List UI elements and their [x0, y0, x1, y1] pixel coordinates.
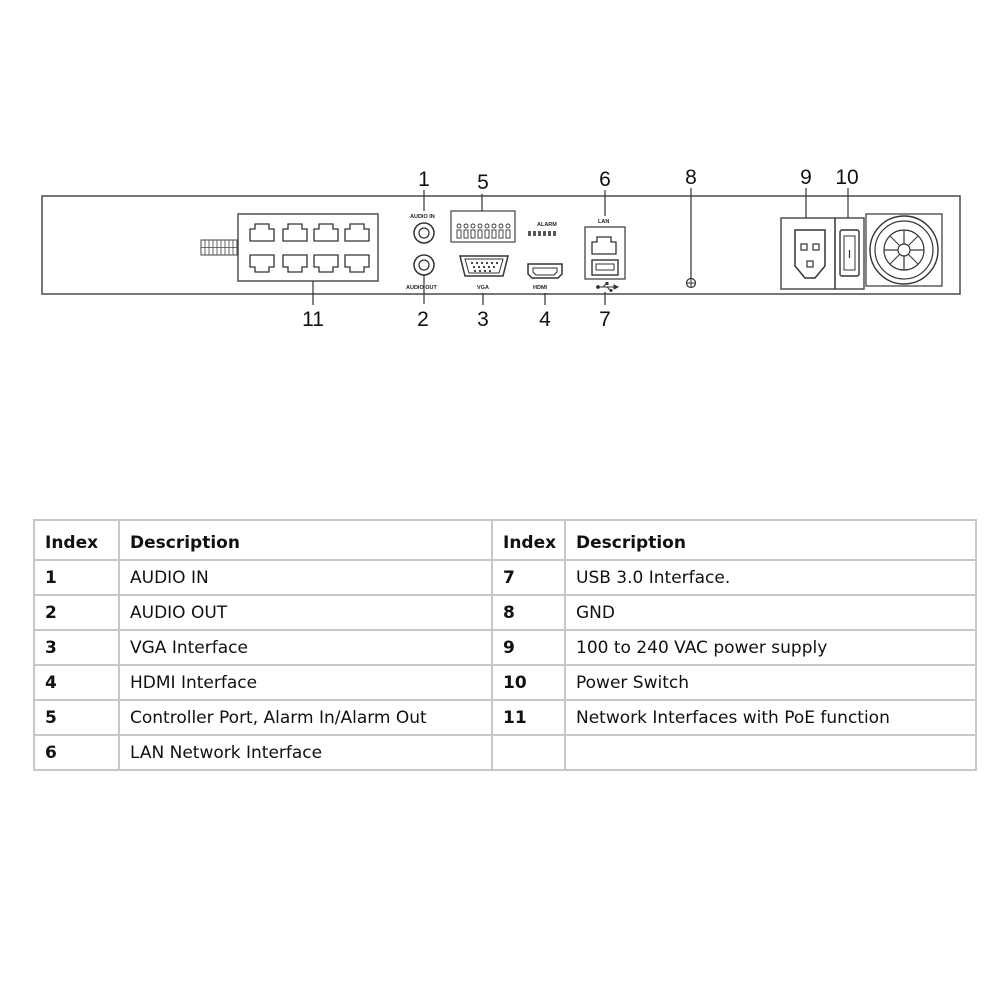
index-cell: 11	[491, 699, 566, 736]
description-cell: AUDIO OUT	[118, 594, 493, 631]
rear-panel-diagram: AUDIO IN AUDIO OUT ALARM VGA	[41, 166, 961, 331]
header-index: Index	[491, 519, 566, 561]
index-cell: 5	[33, 699, 120, 736]
rj45-port-icon	[313, 254, 339, 273]
audio-out-port: AUDIO OUT	[406, 254, 438, 291]
svg-text:AUDIO OUT: AUDIO OUT	[406, 285, 438, 291]
callout-9: 9	[800, 166, 812, 189]
callout-7: 7	[599, 308, 611, 331]
power-inlet	[780, 217, 836, 290]
index-cell: 3	[33, 629, 120, 666]
callout-4: 4	[539, 308, 551, 331]
table-header-row: Index Description Index Description	[33, 519, 977, 561]
vga-port: VGA	[459, 255, 509, 291]
description-cell: LAN Network Interface	[118, 734, 493, 771]
description-cell	[564, 734, 977, 771]
header-description: Description	[118, 519, 493, 561]
index-cell: 1	[33, 559, 120, 596]
description-cell: HDMI Interface	[118, 664, 493, 701]
chassis-outline	[41, 195, 961, 295]
table-row: 2 AUDIO OUT 8 GND	[33, 594, 977, 631]
table-row: 1 AUDIO IN 7 USB 3.0 Interface.	[33, 559, 977, 596]
description-cell: VGA Interface	[118, 629, 493, 666]
table-row: 6 LAN Network Interface	[33, 734, 977, 771]
callout-1: 1	[418, 168, 430, 191]
callout-11: 11	[302, 308, 324, 331]
table-row: 5 Controller Port, Alarm In/Alarm Out 11…	[33, 699, 977, 736]
rj45-port-icon	[344, 254, 370, 273]
index-cell: 2	[33, 594, 120, 631]
callout-10: 10	[835, 166, 858, 189]
svg-text:ALARM: ALARM	[537, 222, 557, 228]
rj45-port-icon	[591, 236, 617, 255]
usb-port	[591, 259, 620, 292]
index-cell: 4	[33, 664, 120, 701]
svg-text:AUDIO IN: AUDIO IN	[410, 214, 435, 220]
rj45-port-icon	[249, 254, 275, 273]
audio-in-port: AUDIO IN	[410, 214, 435, 244]
rj45-port-icon	[249, 223, 275, 242]
index-cell: 7	[491, 559, 566, 596]
index-cell	[491, 734, 566, 771]
description-cell: Network Interfaces with PoE function	[564, 699, 977, 736]
vent-strip	[200, 239, 238, 256]
header-index: Index	[33, 519, 120, 561]
svg-text:HDMI: HDMI	[533, 285, 548, 291]
rj45-port-icon	[282, 223, 308, 242]
svg-text:LAN: LAN	[598, 219, 609, 225]
hdmi-port: HDMI	[527, 263, 563, 291]
callout-2: 2	[417, 308, 429, 331]
ground-terminal	[685, 277, 697, 289]
power-switch	[834, 217, 865, 290]
rj45-port-icon	[313, 223, 339, 242]
callout-3: 3	[477, 308, 489, 331]
index-cell: 8	[491, 594, 566, 631]
description-cell: 100 to 240 VAC power supply	[564, 629, 977, 666]
table-row: 3 VGA Interface 9 100 to 240 VAC power s…	[33, 629, 977, 666]
header-description: Description	[564, 519, 977, 561]
usb-icon	[596, 282, 620, 292]
leader-lines	[312, 188, 849, 305]
rj45-port-icon	[344, 223, 370, 242]
alarm-terminal-block: ALARM	[450, 210, 557, 243]
index-cell: 6	[33, 734, 120, 771]
interface-description-table: Index Description Index Description 1 AU…	[33, 519, 977, 771]
fan-grille	[865, 213, 943, 287]
description-cell: USB 3.0 Interface.	[564, 559, 977, 596]
index-cell: 9	[491, 629, 566, 666]
description-cell: Controller Port, Alarm In/Alarm Out	[118, 699, 493, 736]
table-row: 4 HDMI Interface 10 Power Switch	[33, 664, 977, 701]
description-cell: GND	[564, 594, 977, 631]
description-cell: AUDIO IN	[118, 559, 493, 596]
poe-network-ports	[237, 213, 379, 282]
lan-port: LAN	[584, 219, 626, 280]
description-cell: Power Switch	[564, 664, 977, 701]
svg-text:VGA: VGA	[477, 285, 489, 291]
callout-6: 6	[599, 168, 611, 191]
rj45-port-icon	[282, 254, 308, 273]
index-cell: 10	[491, 664, 566, 701]
callout-8: 8	[685, 166, 697, 189]
callout-5: 5	[477, 171, 489, 194]
